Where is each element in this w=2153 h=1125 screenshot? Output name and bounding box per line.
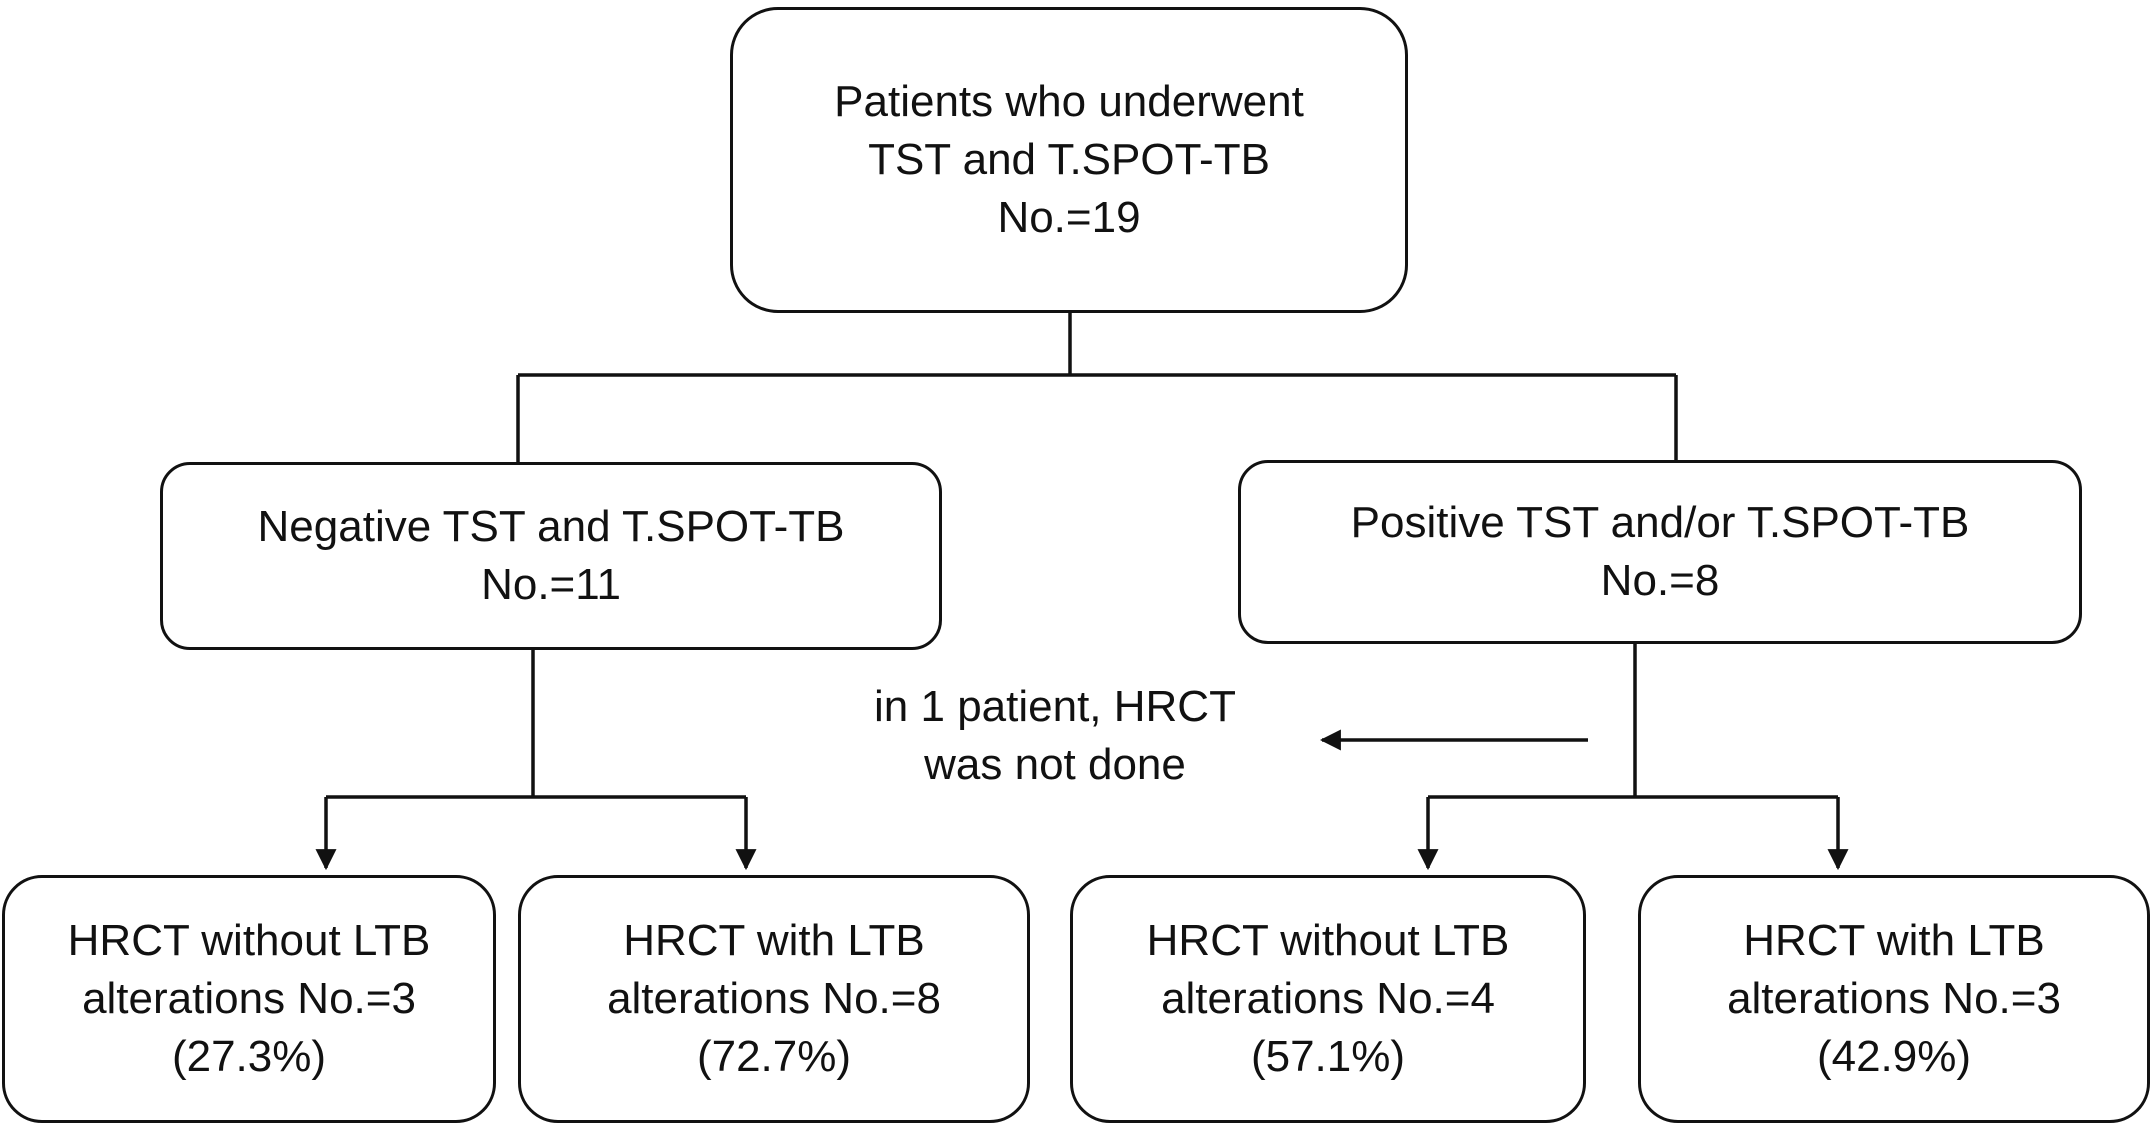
positive-node: Positive TST and/or T.SPOT-TB No.=8 — [1238, 460, 2082, 644]
root-line-3: No.=19 — [997, 193, 1141, 242]
root-node: Patients who underwent TST and T.SPOT-TB… — [730, 7, 1408, 313]
leaf-line-1: HRCT with LTB — [1743, 916, 2045, 965]
note-line-1: in 1 patient, HRCT — [874, 682, 1236, 731]
leaf-positive-without-ltb: HRCT without LTB alterations No.=4 (57.1… — [1070, 875, 1586, 1123]
leaf-positive-with-ltb: HRCT with LTB alterations No.=3 (42.9%) — [1638, 875, 2150, 1123]
leaf-line-2: alterations No.=3 — [1727, 974, 2061, 1023]
leaf-line-3: (57.1%) — [1250, 1032, 1406, 1081]
leaf-line-3: (72.7%) — [696, 1032, 852, 1081]
positive-line-1: Positive TST and/or T.SPOT-TB — [1350, 498, 1970, 547]
negative-node: Negative TST and T.SPOT-TB No.=11 — [160, 462, 942, 650]
leaf-line-2: alterations No.=8 — [607, 974, 941, 1023]
hrct-not-done-note: in 1 patient, HRCT was not done — [800, 678, 1310, 794]
negative-line-1: Negative TST and T.SPOT-TB — [257, 502, 845, 551]
leaf-line-3: (27.3%) — [171, 1032, 327, 1081]
leaf-line-1: HRCT without LTB — [1146, 916, 1510, 965]
leaf-negative-with-ltb: HRCT with LTB alterations No.=8 (72.7%) — [518, 875, 1030, 1123]
positive-line-2: No.=8 — [1600, 556, 1720, 605]
root-line-2: TST and T.SPOT-TB — [868, 135, 1270, 184]
negative-line-2: No.=11 — [481, 560, 621, 609]
root-line-1: Patients who underwent — [834, 77, 1304, 126]
leaf-line-2: alterations No.=4 — [1161, 974, 1495, 1023]
leaf-line-1: HRCT without LTB — [67, 916, 431, 965]
note-line-2: was not done — [924, 740, 1186, 789]
leaf-line-1: HRCT with LTB — [623, 916, 925, 965]
leaf-negative-without-ltb: HRCT without LTB alterations No.=3 (27.3… — [2, 875, 496, 1123]
leaf-line-3: (42.9%) — [1816, 1032, 1972, 1081]
leaf-line-2: alterations No.=3 — [82, 974, 416, 1023]
